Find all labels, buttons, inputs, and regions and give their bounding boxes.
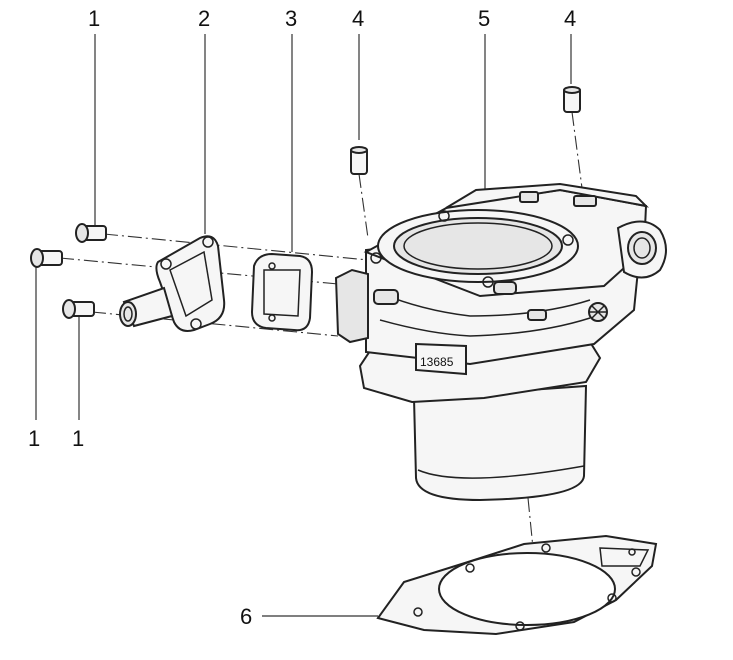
outlet-seal bbox=[250, 252, 314, 332]
callout-3: 3 bbox=[285, 6, 297, 31]
dowel-pin-left bbox=[350, 146, 368, 175]
callout-5: 5 bbox=[478, 6, 490, 31]
dowel-pin-right bbox=[563, 86, 581, 113]
cylinder-casting-number: 13685 bbox=[420, 355, 454, 369]
callout-1-bottom-left: 1 bbox=[28, 426, 40, 451]
leader-lines bbox=[35, 34, 572, 617]
bolt-bottom bbox=[62, 299, 95, 319]
bolt-top bbox=[75, 223, 107, 243]
callout-6: 6 bbox=[240, 604, 252, 629]
bolt-middle bbox=[30, 248, 63, 268]
callout-1-bottom-right: 1 bbox=[72, 426, 84, 451]
water-outlet-fitting bbox=[119, 235, 226, 332]
base-gasket bbox=[376, 534, 658, 636]
callout-4-left: 4 bbox=[352, 6, 364, 31]
cylinder-block: 13685 bbox=[334, 182, 667, 502]
callout-1-top: 1 bbox=[88, 6, 100, 31]
callout-4-right: 4 bbox=[564, 6, 576, 31]
callout-2: 2 bbox=[198, 6, 210, 31]
